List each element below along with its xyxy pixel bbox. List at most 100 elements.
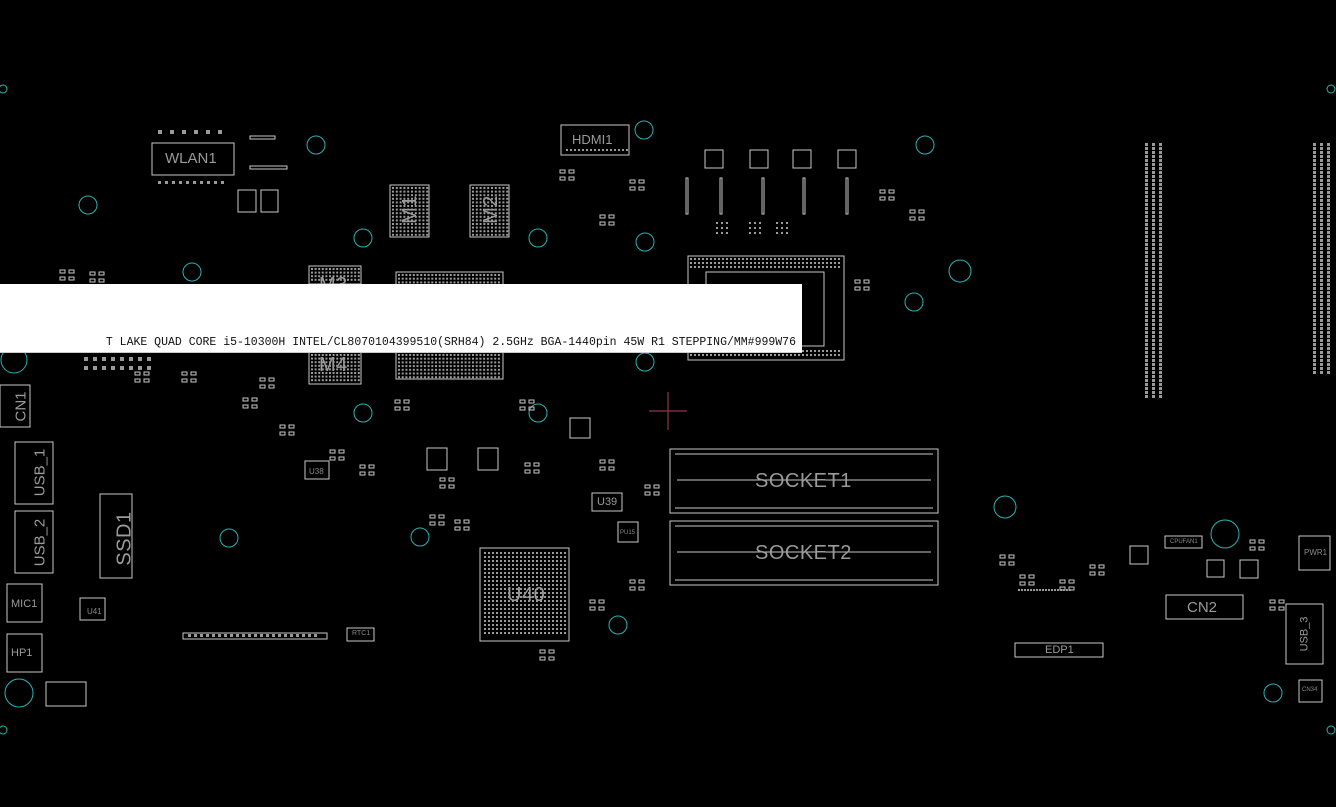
footprint [879,189,886,194]
usb1-footprint [14,441,54,505]
label-m4: M4 [319,354,348,376]
label-mic1: MIC1 [11,598,38,610]
footprint [608,221,615,226]
socket2-footprint [669,520,939,586]
ribbon-connector [182,632,328,640]
label-pu15: PU15 [620,530,636,536]
footprint [638,579,645,584]
mounting-hole [993,495,1017,519]
usb2-footprint [14,510,54,574]
usb3-footprint [1285,603,1324,665]
footprint [608,214,615,219]
footprint [1278,599,1285,604]
cn34-footprint [1298,679,1323,703]
footprint [1278,606,1285,611]
footprint [524,462,531,467]
footprint [1019,574,1026,579]
label-m1: M1 [398,195,421,224]
footprint [629,586,636,591]
footprint [599,466,606,471]
footprint [181,371,188,376]
footprint [533,462,540,467]
footprint [134,378,141,383]
footprint [1258,539,1265,544]
label-ssd1: SSD1 [113,511,136,566]
footprint [288,424,295,429]
footprint [644,484,651,489]
mounting-hole [528,228,548,248]
footprint [608,459,615,464]
footprint [359,464,366,469]
mounting-hole [306,135,326,155]
label-usb3: USB_3 [1298,616,1311,652]
footprint [918,209,925,214]
footprint [638,179,645,184]
footprint [59,276,66,281]
footprint [463,526,470,531]
footprint [259,384,266,389]
footprint [617,521,639,543]
footprint [394,406,401,411]
mounting-hole [4,678,34,708]
label-cn2: CN2 [1187,599,1218,616]
mounting-hole [0,725,8,735]
footprint [999,554,1006,559]
tooltip-text: T LAKE QUAD CORE i5-10300H INTEL/CL80701… [105,336,796,349]
label-u40: U40 [507,584,546,606]
label-edp1: EDP1 [1045,644,1074,656]
label-m2: M2 [479,195,502,224]
footprint [854,279,861,284]
label-cn1: CN1 [12,391,30,422]
footprint [268,384,275,389]
rtc1-footprint [346,627,375,642]
footprint [454,526,461,531]
u39-footprint [591,492,623,512]
footprint [559,169,566,174]
footprint [1269,606,1276,611]
footprint [1008,554,1015,559]
footprint [368,471,375,476]
footprint [237,189,257,213]
mounting-hole [219,528,239,548]
pwr1-footprint [1298,535,1331,571]
mounting-hole [0,84,8,94]
footprint [653,491,660,496]
label-socket1: SOCKET1 [755,470,852,492]
mounting-hole [1326,84,1336,94]
footprint [528,406,535,411]
footprint [879,196,886,201]
mounting-hole [78,195,98,215]
footprint [338,449,345,454]
footprint [599,214,606,219]
footprint [999,561,1006,566]
footprint [1019,581,1026,586]
ssd1-footprint [99,493,133,579]
footprint [719,177,723,215]
footprint [598,606,605,611]
footprint [1089,564,1096,569]
footprint [439,484,446,489]
footprint [251,404,258,409]
footprint [448,484,455,489]
footprint [68,269,75,274]
footprint [599,459,606,464]
footprint [863,279,870,284]
m2-footprint [469,184,510,238]
footprint [89,271,96,276]
component-info-tooltip: T LAKE QUAD CORE i5-10300H INTEL/CL80701… [0,284,802,353]
label-usb1: USB_1 [31,448,49,497]
footprint [638,586,645,591]
footprint [279,424,286,429]
footprint [477,447,499,471]
label-u38: U38 [309,467,324,476]
footprint [143,378,150,383]
footprint [429,521,436,526]
label-usb2: USB_2 [31,518,49,567]
mounting-hole [904,292,924,312]
footprint [629,186,636,191]
footprint [1068,579,1075,584]
footprint [403,399,410,404]
mounting-hole [1210,519,1240,549]
